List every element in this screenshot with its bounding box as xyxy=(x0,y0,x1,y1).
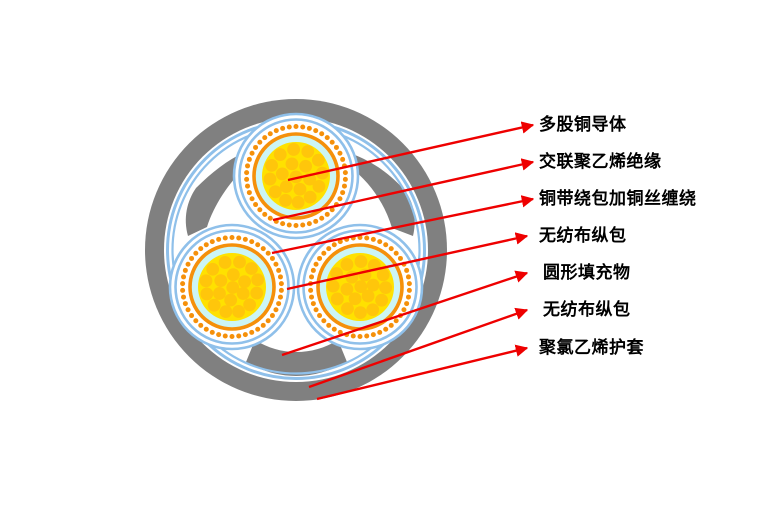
callout-label-round-filler: 圆形填充物 xyxy=(543,263,631,283)
callout-label-stranded-copper-conductor: 多股铜导体 xyxy=(539,115,627,135)
callout-arrow-copper-tape-and-wire xyxy=(271,195,535,255)
callout-label-nonwoven-tape-core: 无纺布纵包 xyxy=(539,226,627,246)
stranded-conductor-bundle xyxy=(262,142,330,210)
copper-wire-dot-ring xyxy=(244,124,348,228)
stranded-conductor-bundle xyxy=(198,253,266,321)
core-nonwoven-inner xyxy=(174,229,290,345)
copper-wire-dot-ring xyxy=(308,235,412,339)
callout-arrow-xlpe-insulation xyxy=(272,158,535,222)
callout-label-pvc-sheath: 聚氯乙烯护套 xyxy=(539,338,644,358)
core-nonwoven-inner xyxy=(238,118,354,234)
callout-arrow-pvc-sheath xyxy=(316,344,529,401)
filler-bottom xyxy=(246,340,347,376)
callout-arrow-round-filler xyxy=(281,270,529,357)
copper-wire-dot-ring xyxy=(180,235,284,339)
callout-lines xyxy=(271,121,535,401)
core-2 xyxy=(168,223,296,351)
core-nonwoven-inner xyxy=(302,229,418,345)
stranded-conductor-bundle xyxy=(326,253,394,321)
core-1 xyxy=(232,112,360,240)
callout-arrow-nonwoven-tape-outer xyxy=(308,307,529,389)
filler-upper-left xyxy=(185,153,247,236)
callout-label-nonwoven-tape-outer: 无纺布纵包 xyxy=(543,300,631,320)
cable-body xyxy=(145,99,447,401)
callout-arrow-stranded-copper-conductor xyxy=(287,121,535,182)
callout-label-copper-tape-and-wire: 铜带绕包加铜丝缠绕 xyxy=(539,189,697,209)
callout-label-xlpe-insulation: 交联聚乙烯绝缘 xyxy=(539,152,662,172)
callout-arrow-nonwoven-tape-core xyxy=(286,232,529,291)
core-nonwoven-outer xyxy=(232,112,360,240)
